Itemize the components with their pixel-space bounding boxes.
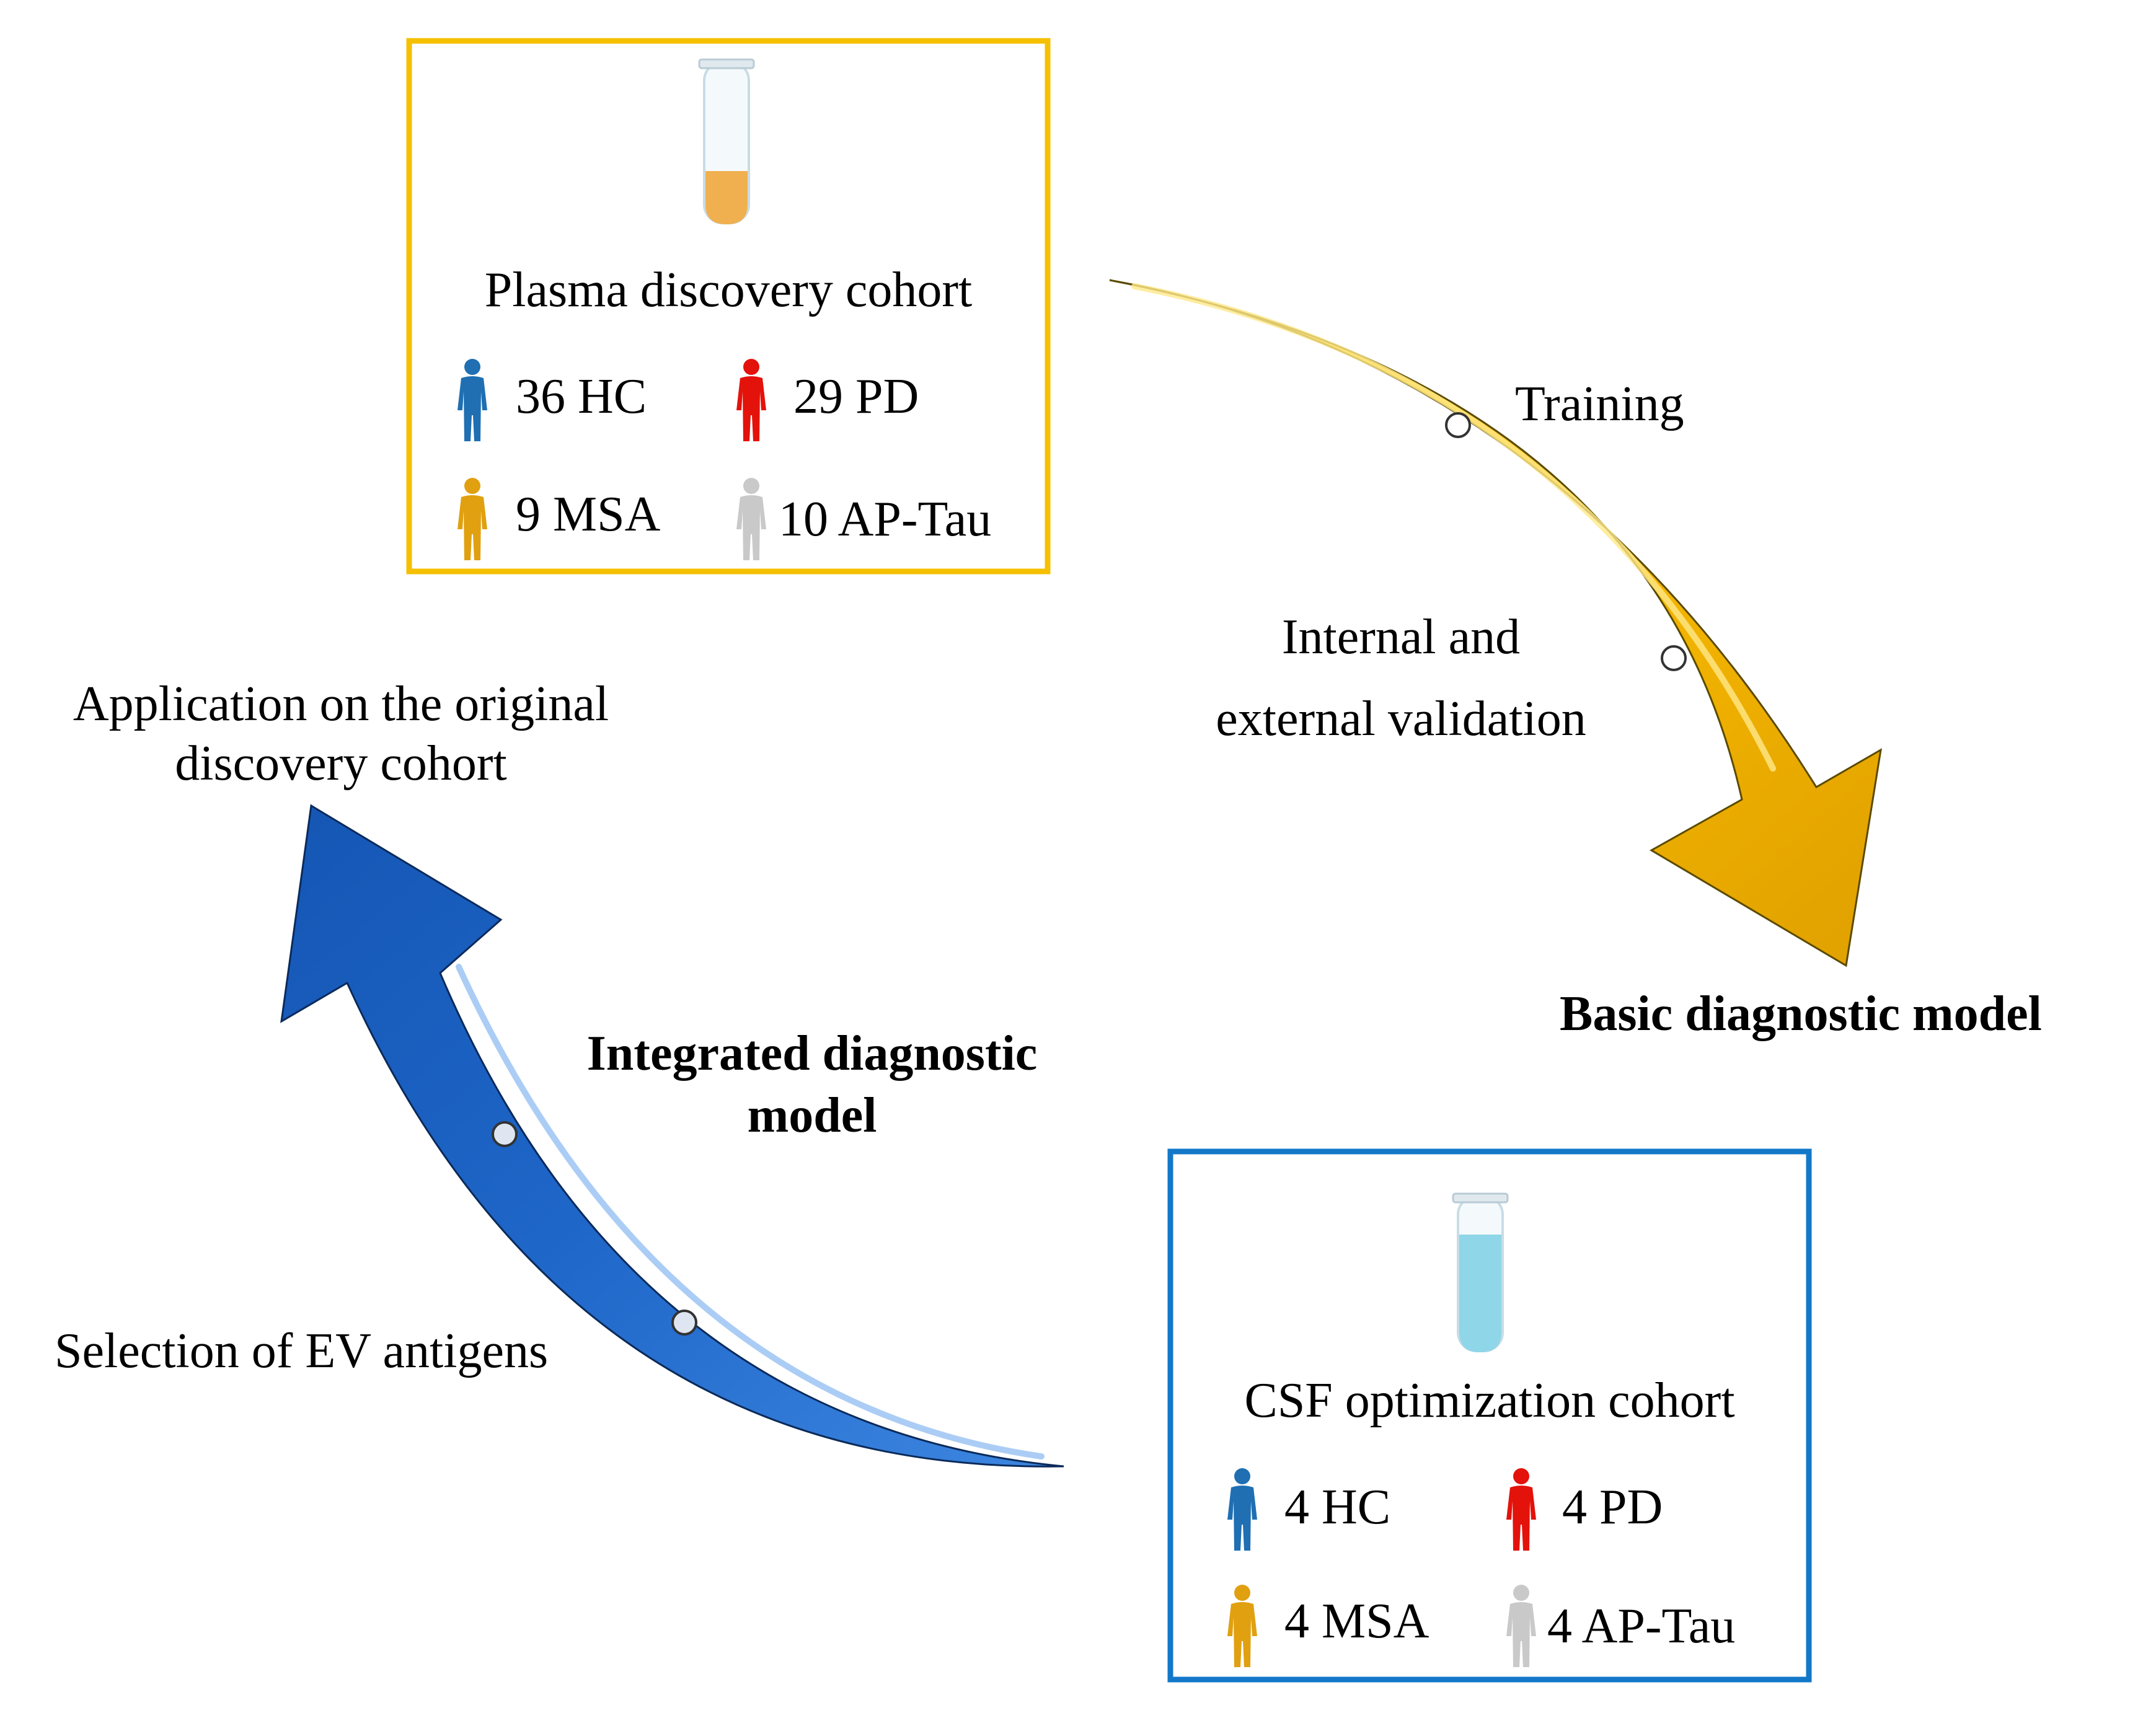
msa-person-icon (457, 478, 487, 560)
integrated-model-label-line2: model (747, 1088, 877, 1143)
csf-ap-tau-count: 4 AP-Tau (1547, 1599, 1736, 1654)
training-circle-marker-icon (1445, 412, 1471, 438)
csf-cohort-box (1167, 1148, 1812, 1683)
hc-person-icon (457, 359, 487, 441)
csf-msa-count: 4 MSA (1284, 1594, 1429, 1649)
ap-tau-person-icon (1506, 1585, 1536, 1667)
csf-cohort-title: CSF optimization cohort (1244, 1373, 1735, 1428)
validation-circle-marker-icon (1661, 645, 1687, 671)
validation-label-line2: external validation (1216, 692, 1586, 746)
csf-test-tube-icon (1452, 1192, 1509, 1352)
application-label-line2: discovery cohort (175, 736, 507, 791)
application-label-line1: Application on the original (73, 677, 609, 731)
yellow-curved-arrow (1109, 279, 1882, 967)
blue-curved-arrow (280, 804, 1064, 1468)
pd-person-icon (1506, 1468, 1536, 1551)
integrated-circle-marker-icon (492, 1121, 518, 1147)
plasma-cohort-title: Plasma discovery cohort (484, 263, 973, 317)
plasma-ap-tau-count: 10 AP-Tau (779, 492, 992, 547)
plasma-test-tube-icon (698, 58, 755, 224)
plasma-hc-count: 36 HC (516, 369, 647, 424)
training-label: Training (1515, 377, 1684, 431)
validation-label-line1: Internal and (1281, 610, 1521, 664)
plasma-msa-count: 9 MSA (516, 487, 661, 542)
hc-person-icon (1227, 1468, 1257, 1551)
csf-pd-count: 4 PD (1562, 1480, 1663, 1535)
pd-person-icon (736, 359, 766, 441)
msa-person-icon (1227, 1585, 1257, 1667)
csf-hc-count: 4 HC (1284, 1480, 1391, 1535)
plasma-cohort-box (406, 38, 1051, 575)
selection-ev-antigens-label: Selection of EV antigens (55, 1324, 549, 1378)
basic-model-label: Basic diagnostic model (1560, 987, 2042, 1041)
integrated-model-label-line1: Integrated diagnostic (586, 1026, 1038, 1081)
plasma-pd-count: 29 PD (793, 369, 919, 424)
selection-circle-marker-icon (671, 1310, 697, 1336)
ap-tau-person-icon (736, 478, 766, 560)
